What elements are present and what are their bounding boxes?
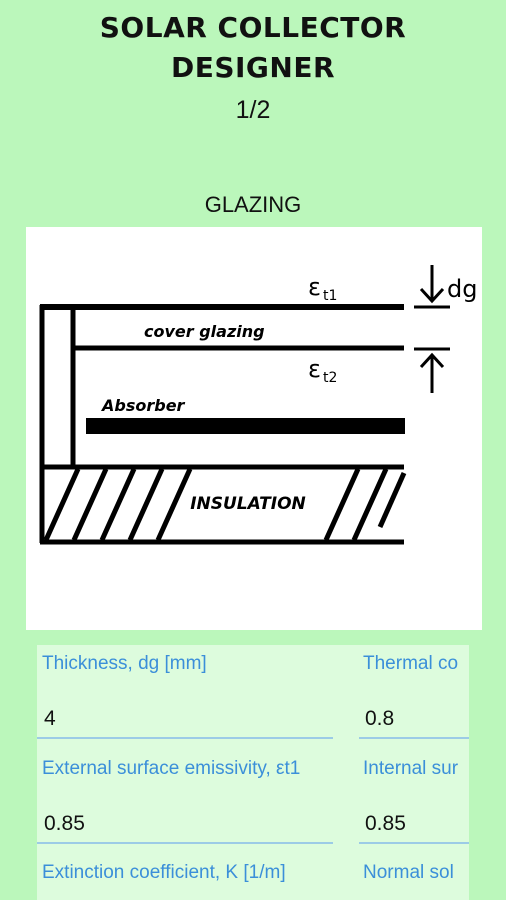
insulation-label: INSULATION — [190, 494, 306, 514]
emissivity-bottom-symbol: ε — [308, 355, 321, 383]
arrow-up-icon — [419, 352, 445, 393]
external-emissivity-input[interactable] — [37, 806, 333, 844]
emissivity-top-symbol: ε — [308, 273, 321, 301]
emissivity-bottom-subscript: t2 — [323, 370, 337, 386]
thickness-label-text: Thickness, dg [mm] — [42, 653, 207, 674]
internal-emissivity-input[interactable] — [359, 806, 469, 844]
thermal-conductivity-label: Thermal co — [363, 653, 459, 674]
normal-solar-label: Normal sol — [363, 862, 454, 883]
thickness-input[interactable] — [37, 701, 333, 739]
section-title: GLAZING — [204, 192, 302, 217]
extinction-coefficient-label: Extinction coefficient, K [1/m] — [42, 862, 286, 883]
app-title-line2: DESIGNER — [170, 51, 336, 84]
arrow-down-icon — [419, 265, 445, 304]
insulation-hatching — [43, 467, 407, 542]
absorber-label: Absorber — [100, 396, 186, 415]
insulation-label-bg — [191, 485, 321, 519]
app-title-line1: SOLAR COLLECTOR — [99, 11, 407, 44]
internal-emissivity-label: Internal sur — [363, 758, 459, 779]
thickness-label: dg — [447, 275, 477, 303]
external-emissivity-label: External surface emissivity, εt1 — [42, 758, 301, 779]
glazing-diagram: INSULATION cover glazing Absorber ε t1 ε… — [26, 227, 482, 630]
thermal-conductivity-input[interactable] — [359, 701, 469, 739]
absorber-plate — [86, 418, 405, 434]
glazing-diagram-svg: INSULATION cover glazing Absorber ε t1 ε… — [39, 265, 477, 545]
glazing-form: Thickness, dg [mm] Thermal co External s… — [37, 645, 469, 900]
emissivity-top-subscript: t1 — [323, 288, 337, 304]
page-indicator: 1/2 — [235, 96, 271, 124]
app-title: SOLAR COLLECTOR DESIGNER — [0, 8, 506, 88]
cover-glazing-label: cover glazing — [144, 322, 265, 341]
